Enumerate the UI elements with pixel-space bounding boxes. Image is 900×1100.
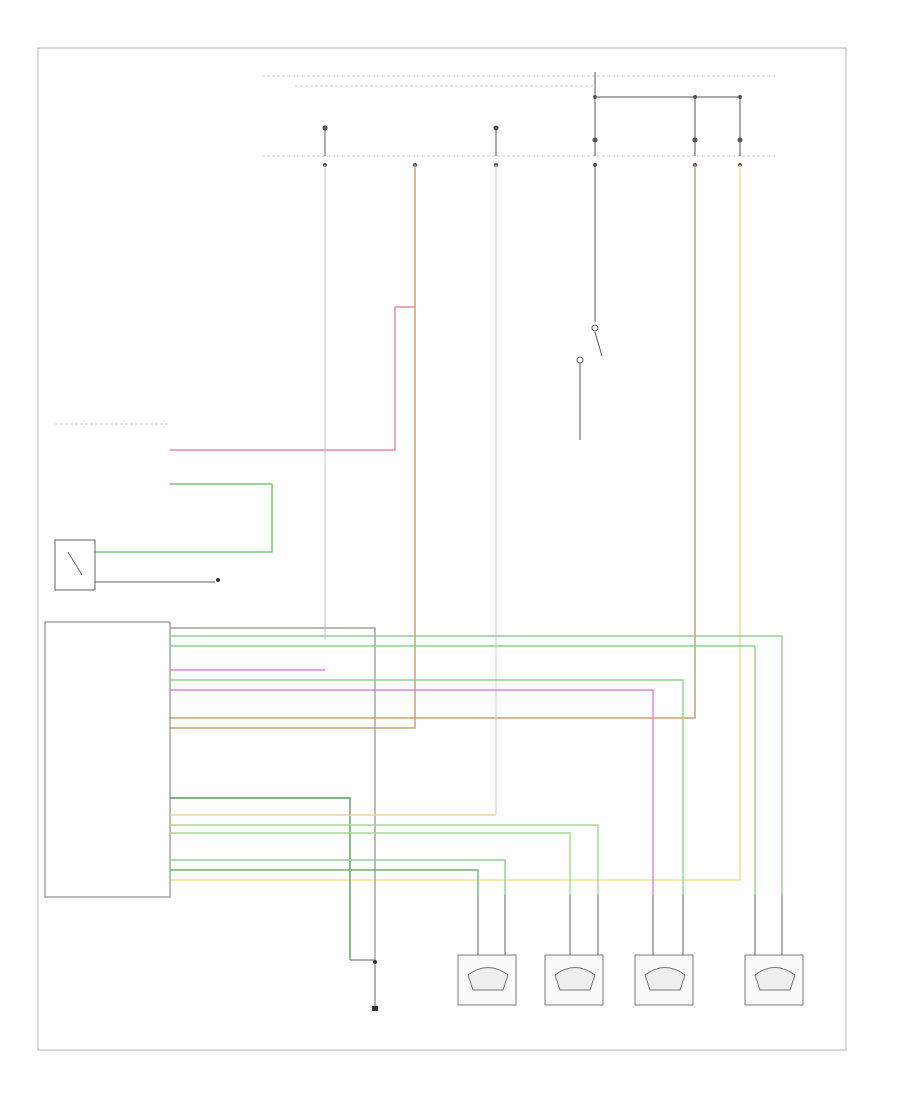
wire-tan-main [170, 165, 416, 729]
wire-tan-b [170, 165, 696, 719]
module-wires [170, 627, 783, 960]
diagram-border [37, 47, 847, 1051]
fuse-nodes [322, 95, 743, 167]
wheel-sensor-rr [744, 954, 804, 1006]
wheel-sensor-lr [634, 954, 694, 1006]
fuse-block [324, 72, 741, 156]
power-bus [55, 75, 775, 425]
control-module [44, 621, 171, 898]
brake-switch [576, 165, 603, 440]
wire-green-tcs [95, 483, 273, 553]
ground-node [216, 578, 220, 582]
wheel-sensor-lf [457, 954, 517, 1006]
wire-red-pwm [170, 306, 415, 451]
wheel-sensor-rf [544, 954, 604, 1006]
traction-switch-box [54, 539, 96, 591]
wire-yellow-main [170, 165, 741, 881]
ground-lead [350, 959, 376, 1008]
